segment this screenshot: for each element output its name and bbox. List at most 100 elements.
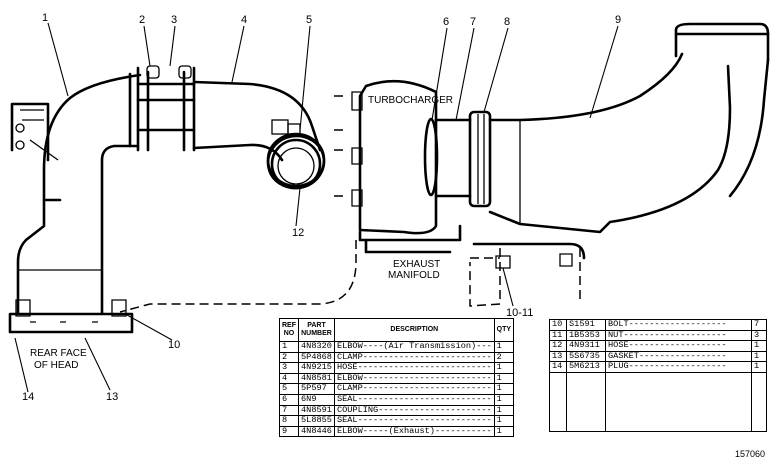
description-cell: ELBOW----(Air Transmission)--- — [333, 341, 495, 353]
exhaust-manifold — [119, 240, 581, 313]
ref-cell: 9 — [279, 425, 299, 438]
description-cell: BOLT------------------- — [605, 319, 752, 331]
callout-5: 5 — [306, 14, 312, 26]
callout-2: 2 — [139, 14, 145, 26]
ref-cell: 5 — [279, 383, 299, 395]
part-number-cell: 6N9 — [298, 393, 335, 406]
gasket-part-13 — [8, 299, 134, 334]
callout-13: 13 — [106, 391, 118, 403]
rear-face-label-line2: OF HEAD — [34, 360, 78, 371]
air-elbow-part-1 — [10, 73, 142, 315]
header-description: DESCRIPTION — [333, 318, 495, 342]
callout-8: 8 — [504, 16, 510, 28]
callout-10: 10 — [168, 339, 180, 351]
description-cell: CLAMP------------------------- — [333, 351, 495, 364]
qty-cell: 1 — [493, 404, 515, 417]
ref-cell: 3 — [279, 362, 299, 374]
description-cell: NUT-------------------- — [605, 329, 752, 342]
callout-9: 9 — [615, 14, 621, 26]
part-number-cell: 4N8591 — [298, 404, 335, 417]
callout-6: 6 — [443, 16, 449, 28]
qty-cell: 1 — [493, 383, 515, 395]
qty-cell: 1 — [493, 393, 515, 406]
ref-cell: 14 — [549, 361, 567, 373]
exhaust-manifold-label-line2: MANIFOLD — [388, 270, 440, 281]
text-labels: TURBOCHARGER EXHAUST MANIFOLD REAR FACE … — [30, 95, 453, 371]
header-ref-line1: REF — [282, 322, 296, 329]
qty-cell: 2 — [493, 351, 515, 364]
header-part-line1: PART — [307, 322, 326, 329]
description-cell: COUPLING---------------------- — [333, 404, 495, 417]
rear-face-label-line1: REAR FACE — [30, 348, 87, 359]
callout-14: 14 — [22, 391, 34, 403]
description-cell: SEAL-------------------------- — [333, 415, 495, 427]
description-cell: ELBOW------------------------- — [333, 372, 495, 385]
header-part-line2: NUMBER — [301, 330, 332, 337]
ref-cell: 1 — [279, 341, 299, 353]
qty-cell: 7 — [751, 319, 767, 331]
ref-cell: 8 — [279, 415, 299, 427]
exhaust-elbow-part-9 — [488, 22, 770, 234]
part-number-cell: 5P4868 — [298, 351, 335, 364]
clamp-hose-parts-5-12 — [266, 119, 326, 190]
callout-7: 7 — [470, 16, 476, 28]
leader-lines — [14, 22, 619, 393]
description-cell: ELBOW-----(Exhaust)----------- — [333, 425, 495, 438]
ref-cell: 10 — [549, 319, 567, 331]
qty-cell: 1 — [493, 425, 515, 438]
description-cell: GASKET----------------- — [605, 350, 752, 363]
description-cell: HOSE------------------- — [605, 340, 752, 352]
description-cell: SEAL-------------------------- — [333, 393, 495, 406]
turbocharger-label: TURBOCHARGER — [368, 95, 453, 106]
ref-cell: 7 — [279, 404, 299, 417]
header-qty: QTY — [493, 318, 515, 342]
qty-cell: 1 — [493, 341, 515, 353]
qty-cell: 1 — [493, 362, 515, 374]
callout-1: 1 — [42, 12, 48, 24]
callout-10-11: 10-11 — [506, 307, 533, 319]
qty-cell: 1 — [493, 415, 515, 427]
header-ref-line2: NO — [283, 330, 295, 337]
description-cell: HOSE-------------------------- — [333, 362, 495, 374]
part-number-cell: 4N8581 — [298, 372, 335, 385]
qty-cell: 1 — [751, 361, 767, 373]
part-number-cell: 4N8320 — [298, 341, 335, 353]
qty-cell: 1 — [493, 372, 515, 385]
callout-12: 12 — [292, 227, 304, 239]
part-number-cell: 1B5353 — [566, 329, 606, 342]
callout-numbers: 1 2 3 4 5 6 7 8 9 10 10-11 12 13 14 — [22, 12, 621, 403]
part-number-cell: 4N9215 — [298, 362, 335, 374]
table-row-blank — [549, 371, 767, 432]
part-number-cell: 5M6213 — [566, 361, 606, 373]
qty-cell: 1 — [751, 340, 767, 352]
ref-cell: 12 — [549, 340, 567, 352]
part-number-cell: S1591 — [566, 319, 606, 331]
ref-cell: 6 — [279, 393, 299, 406]
ref-cell: 4 — [279, 372, 299, 385]
callout-4: 4 — [241, 14, 247, 26]
part-number-cell: 4N9311 — [566, 340, 606, 352]
exhaust-manifold-label-line1: EXHAUST — [393, 259, 440, 270]
part-number-cell: 5S6735 — [566, 350, 606, 363]
ref-cell: 11 — [549, 329, 567, 342]
qty-cell: 1 — [751, 350, 767, 363]
ref-cell: 2 — [279, 351, 299, 364]
hose-clamps-parts-2-3 — [128, 65, 196, 152]
part-number-cell: 4N8446 — [298, 425, 335, 438]
